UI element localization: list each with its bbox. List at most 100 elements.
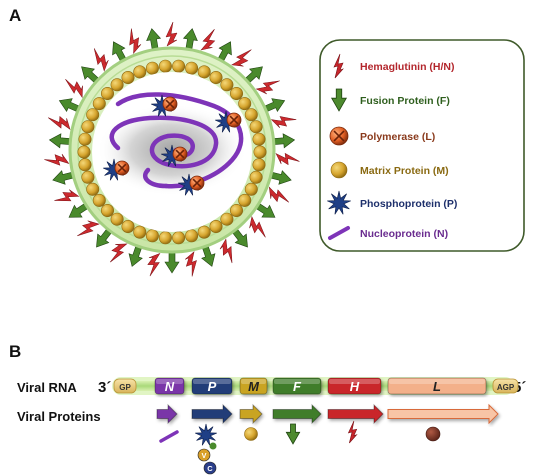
envelope-spike: [146, 28, 162, 50]
matrix-protein: [158, 231, 172, 245]
envelope-spike: [65, 78, 83, 99]
envelope-spike: [245, 66, 263, 83]
envelope-spike: [182, 28, 198, 50]
envelope-spike: [219, 238, 233, 264]
envelope-spike: [44, 153, 70, 166]
envelope-spike: [217, 41, 232, 62]
envelope-spike: [48, 133, 70, 149]
gene-label: L: [433, 379, 441, 394]
polymerase-ball-icon: [329, 126, 349, 146]
accessory-dot: [209, 442, 217, 450]
matrix-protein: [86, 182, 100, 196]
gene-box: [387, 377, 487, 395]
envelope-spike: [200, 29, 216, 51]
matrix-protein: [78, 132, 92, 146]
matrix-protein: [252, 158, 266, 172]
envelope-spike: [270, 116, 297, 129]
gene-box: [239, 377, 268, 395]
matrix-protein: [230, 204, 244, 218]
envelope-spike: [264, 98, 286, 113]
matrix-protein: [121, 220, 135, 234]
legend-label: Polymerase (L): [360, 131, 435, 143]
gp-label: GP: [119, 383, 131, 392]
gene-label: N: [165, 379, 175, 394]
gene-H: H: [327, 377, 382, 395]
legend-label: Hemaglutinin (H/N): [360, 61, 455, 73]
envelope-spike: [81, 66, 99, 83]
gene-label: P: [208, 379, 217, 394]
matrix-protein: [81, 120, 95, 134]
gp-box: [113, 378, 137, 394]
matrix-protein: [197, 65, 211, 79]
viral-rna-row-label: Viral RNA: [17, 380, 77, 395]
gp-region: GP: [113, 378, 137, 394]
gene-box: [327, 377, 382, 395]
matrix-protein: [172, 59, 186, 73]
matrix-protein: [81, 170, 95, 184]
gene-label: F: [293, 379, 302, 394]
legend-label: Phosphoprotein (P): [360, 198, 457, 210]
matrix-protein: [172, 231, 186, 245]
matrix-protein: [220, 78, 234, 92]
matrix-protein: [145, 229, 159, 243]
legend: Hemaglutinin (H/N) Fusion Protein (F) Poly…: [327, 53, 457, 240]
matrix-protein: [253, 145, 267, 159]
gene-M: M: [239, 377, 268, 395]
gene-N: N: [154, 377, 185, 395]
fusion-arrow-icon: [330, 88, 348, 112]
matrix-protein: [133, 65, 147, 79]
matrix-protein: [185, 61, 199, 75]
envelope-spike: [129, 28, 142, 54]
matrix-protein: [101, 87, 115, 101]
envelope-spike: [109, 243, 128, 263]
gene-box: [272, 377, 322, 395]
gene-box: [191, 377, 233, 395]
hemagglutinin-spike-icon: [347, 420, 358, 444]
rna-3prime-label: 3´: [98, 379, 111, 396]
envelope-spike: [77, 220, 100, 237]
gene-L: L: [387, 377, 487, 395]
envelope-spike: [54, 189, 80, 202]
phosphoprotein-star-icon: [327, 190, 351, 215]
polymerase-complexes: [103, 94, 242, 196]
envelope-spike: [255, 80, 280, 95]
legend-item-hemagglutinin: Hemaglutinin (H/N): [333, 53, 455, 79]
legend-label: Fusion Protein (F): [360, 95, 450, 107]
envelope-spikes: [44, 21, 300, 277]
legend-item-matrix: Matrix Protein (M): [330, 161, 449, 179]
matrix-ball-icon: [330, 161, 348, 179]
matrix-protein: [220, 212, 234, 226]
nucleocapsid-strand-inner: [142, 167, 169, 189]
accessory-protein-V: V: [197, 448, 211, 462]
agp-box: [492, 378, 519, 394]
protein-arrow-L: [387, 403, 499, 425]
matrix-protein: [92, 97, 106, 111]
matrix-protein: [185, 229, 199, 243]
polymerase-complex: [151, 94, 178, 117]
nucleoprotein-rod-icon: [328, 226, 350, 240]
envelope-spike: [96, 229, 112, 248]
phosphoprotein-star-icon: [195, 423, 217, 446]
gene-box: [154, 377, 185, 395]
envelope-spike: [275, 152, 300, 166]
matrix-protein: [249, 170, 263, 184]
fusion-arrow-icon: [285, 423, 301, 445]
envelope-spike: [231, 49, 252, 67]
legend-label: Nucleoprotein (N): [360, 228, 448, 240]
polymerase-complex: [103, 158, 130, 181]
protein-arrow-N: [156, 403, 178, 425]
envelope-spike: [164, 252, 180, 274]
matrix-protein: [78, 158, 92, 172]
matrix-protein: [145, 61, 159, 75]
accessory-protein-label: V: [201, 451, 206, 460]
matrix-protein: [158, 59, 172, 73]
envelope-spike: [52, 170, 74, 185]
polymerase-complex: [161, 144, 188, 167]
protein-arrows: [156, 403, 499, 425]
envelope-spike: [268, 186, 290, 203]
hemagglutinin-spike-icon: [333, 53, 344, 79]
accessory-protein-C: C: [203, 461, 217, 475]
matrix-protein: [121, 71, 135, 85]
